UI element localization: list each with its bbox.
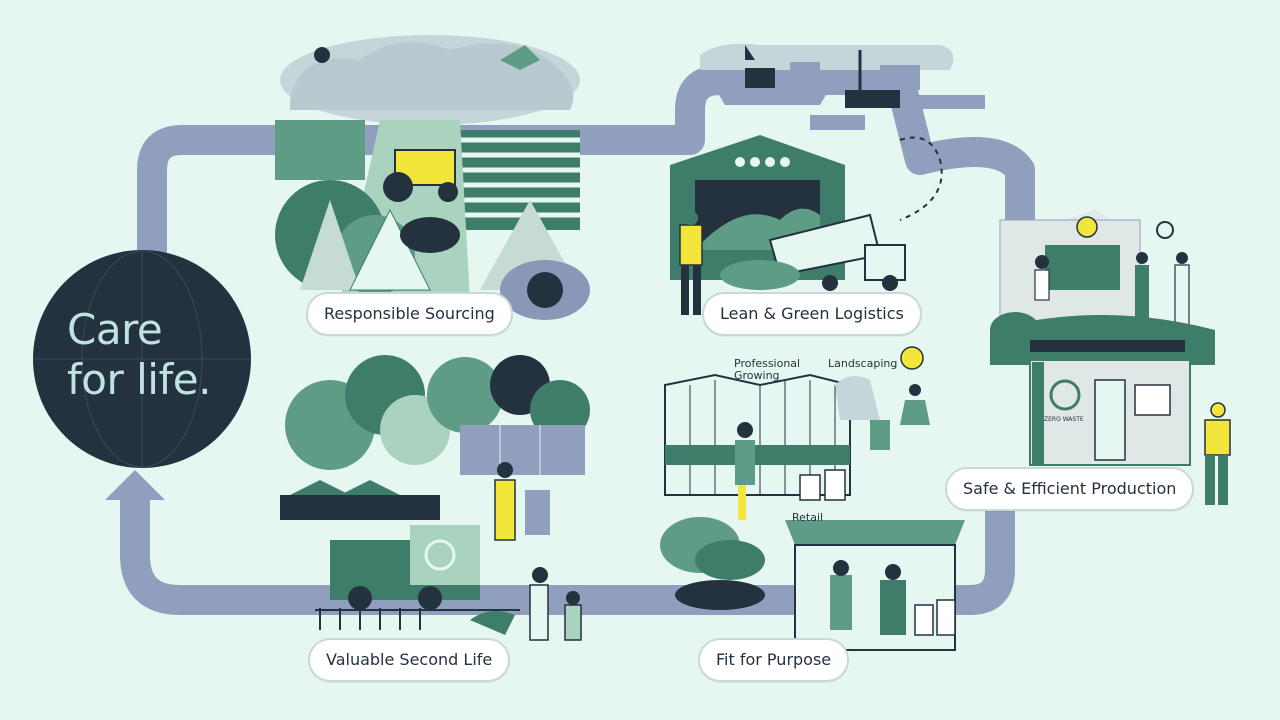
headline-line-1: Care <box>67 305 163 354</box>
zero-waste-sign: ZERO WASTE <box>1044 416 1084 423</box>
loop-arrow-head <box>105 470 165 500</box>
fit-for-purpose-scene <box>660 346 965 651</box>
responsible-sourcing-scene <box>275 35 590 320</box>
landscaping-label: Landscaping <box>828 357 898 370</box>
stage-fit-for-purpose: Fit for Purpose <box>698 638 850 682</box>
production-scene <box>990 210 1231 505</box>
professional-growing-label: Professional Growing <box>734 358 800 382</box>
logistics-scene <box>670 43 985 315</box>
headline-line-2: for life. <box>67 355 211 404</box>
care-for-life-badge: Care for life. <box>33 250 251 468</box>
retail-label: Retail <box>792 511 824 524</box>
second-life-scene <box>280 355 590 641</box>
lifecycle-loop-path-lower <box>120 470 1015 615</box>
headline-text: Care for life. <box>67 305 211 405</box>
stage-valuable-second-life: Valuable Second Life <box>308 638 511 682</box>
professional-growing-label-line1: Professional <box>734 357 801 370</box>
stage-lean-green-logistics: Lean & Green Logistics <box>702 292 922 336</box>
lifecycle-loop-path <box>137 65 1035 275</box>
professional-growing-label-line2: Growing <box>734 369 780 382</box>
stage-responsible-sourcing: Responsible Sourcing <box>306 292 513 336</box>
globe-lines-icon <box>33 250 251 468</box>
stage-safe-efficient-production: Safe & Efficient Production <box>945 467 1195 511</box>
